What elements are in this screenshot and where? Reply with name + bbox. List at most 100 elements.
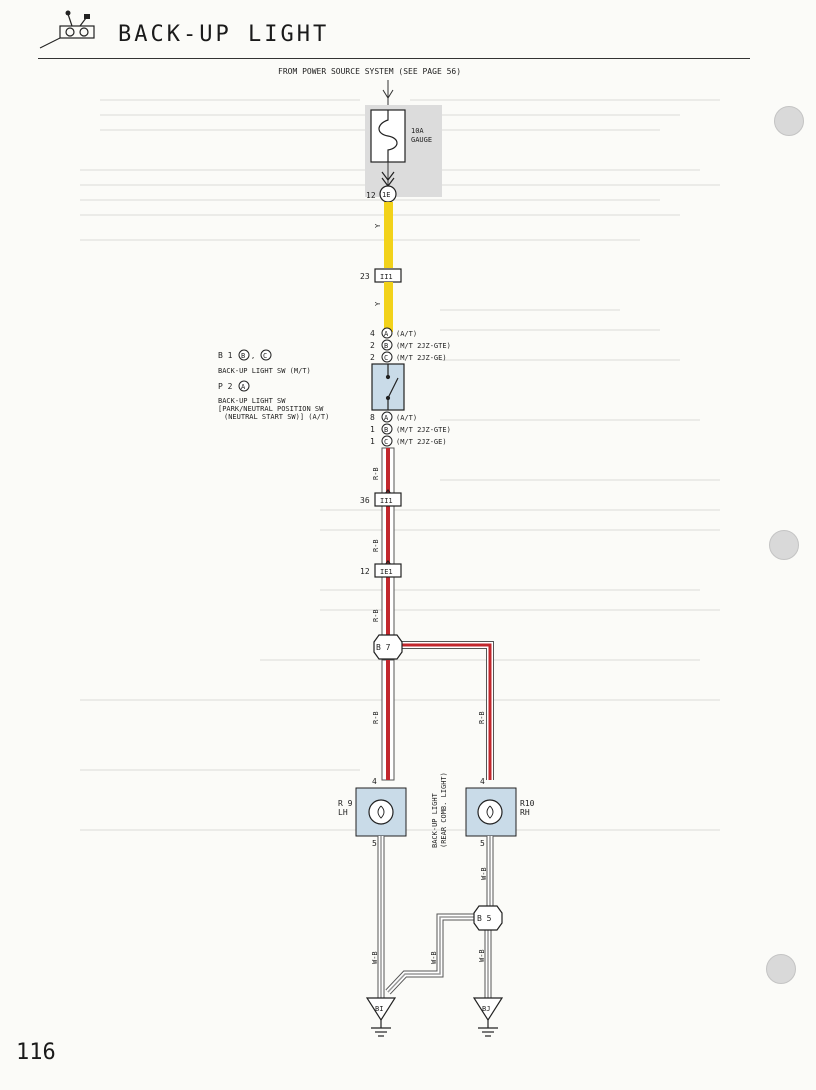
power-source-label: FROM POWER SOURCE SYSTEM (SEE PAGE 56)	[278, 67, 461, 76]
wire-color-label: R-B	[478, 711, 486, 724]
pin-letter: C	[384, 354, 388, 362]
switch-name-at: BACK-UP LIGHT SW	[218, 397, 286, 405]
connector-ii1-id: II1	[380, 273, 393, 281]
ground-bi-id: BI	[375, 1005, 383, 1013]
switch-ref-b-letter: B	[241, 352, 245, 360]
junction-b7-id: B 7	[376, 643, 391, 652]
lamp-left-pin-top: 4	[372, 777, 377, 786]
page-title: BACK-UP LIGHT	[118, 22, 330, 47]
junction-b5	[473, 905, 503, 931]
pin-letter-circle	[381, 411, 393, 423]
pin-letter-circle	[381, 339, 393, 351]
pin-letter-circle	[381, 327, 393, 339]
bulb-icon	[477, 799, 503, 825]
connector-ie1-id: IE1	[380, 568, 393, 576]
pin-number: 2	[370, 341, 375, 350]
wire-white-black	[377, 836, 494, 998]
wire-color-label: R-B	[372, 609, 380, 622]
pin-desc: (M/T 2JZ-GE)	[396, 438, 447, 446]
lamp-left-pin-bottom: 5	[372, 839, 377, 848]
lamp-left-side: LH	[338, 808, 348, 817]
pin-letter-circle	[381, 351, 393, 363]
wire-color-label: Y	[374, 301, 382, 306]
pin-letter: A	[384, 330, 389, 338]
lamp-right-pin-top: 4	[480, 777, 485, 786]
lamp-label: BACK-UP LIGHT	[431, 792, 439, 848]
wire-color-label: R-B	[372, 467, 380, 480]
lamp-right-pin-bottom: 5	[480, 839, 485, 848]
switch-contact-icon	[385, 364, 399, 410]
connector-ie1	[374, 563, 402, 578]
pin-letter: C	[384, 438, 388, 446]
switch-name-mt: BACK-UP LIGHT SW (M/T)	[218, 367, 311, 375]
connector-1e-id: 1E	[382, 191, 390, 199]
ground-bi	[365, 997, 397, 1037]
pin-number: 8	[370, 413, 375, 422]
wire-color-label: R-B	[372, 711, 380, 724]
connector-ii1-lower-id: II1	[380, 497, 393, 505]
switch-ref-p-letter: A	[241, 383, 246, 391]
pin-desc: (M/T 2JZ-GTE)	[396, 342, 451, 350]
wire-color-label: R-B	[372, 539, 380, 552]
junction-b5-id: B 5	[477, 914, 492, 923]
wire-color-label: W-B	[371, 951, 379, 964]
pin-letter-circle	[381, 435, 393, 447]
wire-color-label: W-B	[430, 951, 438, 964]
fuse-name: GAUGE	[411, 136, 432, 144]
connector-ii1-pin: 23	[360, 272, 370, 281]
fuse-icon	[378, 110, 398, 162]
bulb-filament-icon	[377, 805, 385, 819]
wire-red-black-branches	[381, 641, 494, 781]
pin-letter-circle	[381, 423, 393, 435]
pin-desc: (A/T)	[396, 414, 417, 422]
switch-top-pin-list: 4 A (A/T) 2 B (M/T 2JZ-GTE) 2 C (M/T 2JZ…	[370, 327, 451, 363]
lamp-label: (REAR COMB. LIGHT)	[440, 772, 448, 848]
bulb-filament-icon	[486, 805, 494, 819]
title-rule	[38, 58, 750, 59]
wire-yellow-2	[384, 282, 393, 332]
wire-color-label: Y	[374, 223, 382, 228]
switch-ref-b: B 1	[218, 351, 233, 360]
wire-yellow-1	[384, 202, 393, 268]
connector-ie1-pin: 12	[360, 567, 370, 576]
switch-name-at: [PARK/NEUTRAL POSITION SW	[218, 405, 324, 413]
junction-b7	[373, 634, 403, 660]
switch-name-at: (NEUTRAL START SW)] (A/T)	[224, 413, 329, 421]
pin-letter: B	[384, 342, 388, 350]
source-arrow-icon	[382, 89, 394, 99]
pin-number: 1	[370, 437, 375, 446]
switch-ref-b-letter: C	[263, 352, 267, 360]
ground-bj	[472, 997, 504, 1037]
switch-ref-b-sep: ,	[251, 352, 255, 360]
pin-letter: B	[384, 426, 388, 434]
pin-number: 1	[370, 425, 375, 434]
fuse-rating: 10A	[411, 127, 424, 135]
engine-icon	[39, 10, 95, 49]
pin-desc: (A/T)	[396, 330, 417, 338]
lamp-left-ref: R 9	[338, 799, 353, 808]
pin-desc: (M/T 2JZ-GTE)	[396, 426, 451, 434]
switch-ref-p: P 2	[218, 382, 233, 391]
switch-bottom-pin-list: 8 A (A/T) 1 B (M/T 2JZ-GTE) 1 C (M/T 2JZ…	[370, 411, 451, 447]
bulb-icon	[368, 799, 394, 825]
lamp-right-ref: R10	[520, 799, 535, 808]
binder-hole-middle	[769, 530, 799, 560]
connector-ii1-lower	[374, 492, 402, 507]
pin-number: 2	[370, 353, 375, 362]
ground-bj-id: BJ	[482, 1005, 490, 1013]
binder-hole-top	[774, 106, 804, 136]
lamp-right-side: RH	[520, 808, 530, 817]
binder-hole-bottom	[766, 954, 796, 984]
connector-1e-pin: 12	[366, 191, 376, 200]
switch-labels: B 1 B , C BACK-UP LIGHT SW (M/T) P 2 A B…	[218, 349, 329, 421]
page-number: 116	[16, 1040, 56, 1065]
wire-color-label: W-B	[480, 867, 488, 880]
wire-red-black-main	[381, 447, 395, 636]
pin-desc: (M/T 2JZ-GE)	[396, 354, 447, 362]
connector-ii1-lower-pin: 36	[360, 496, 370, 505]
wire-color-label: W-B	[478, 949, 486, 962]
pin-letter: A	[384, 414, 389, 422]
pin-number: 4	[370, 329, 375, 338]
